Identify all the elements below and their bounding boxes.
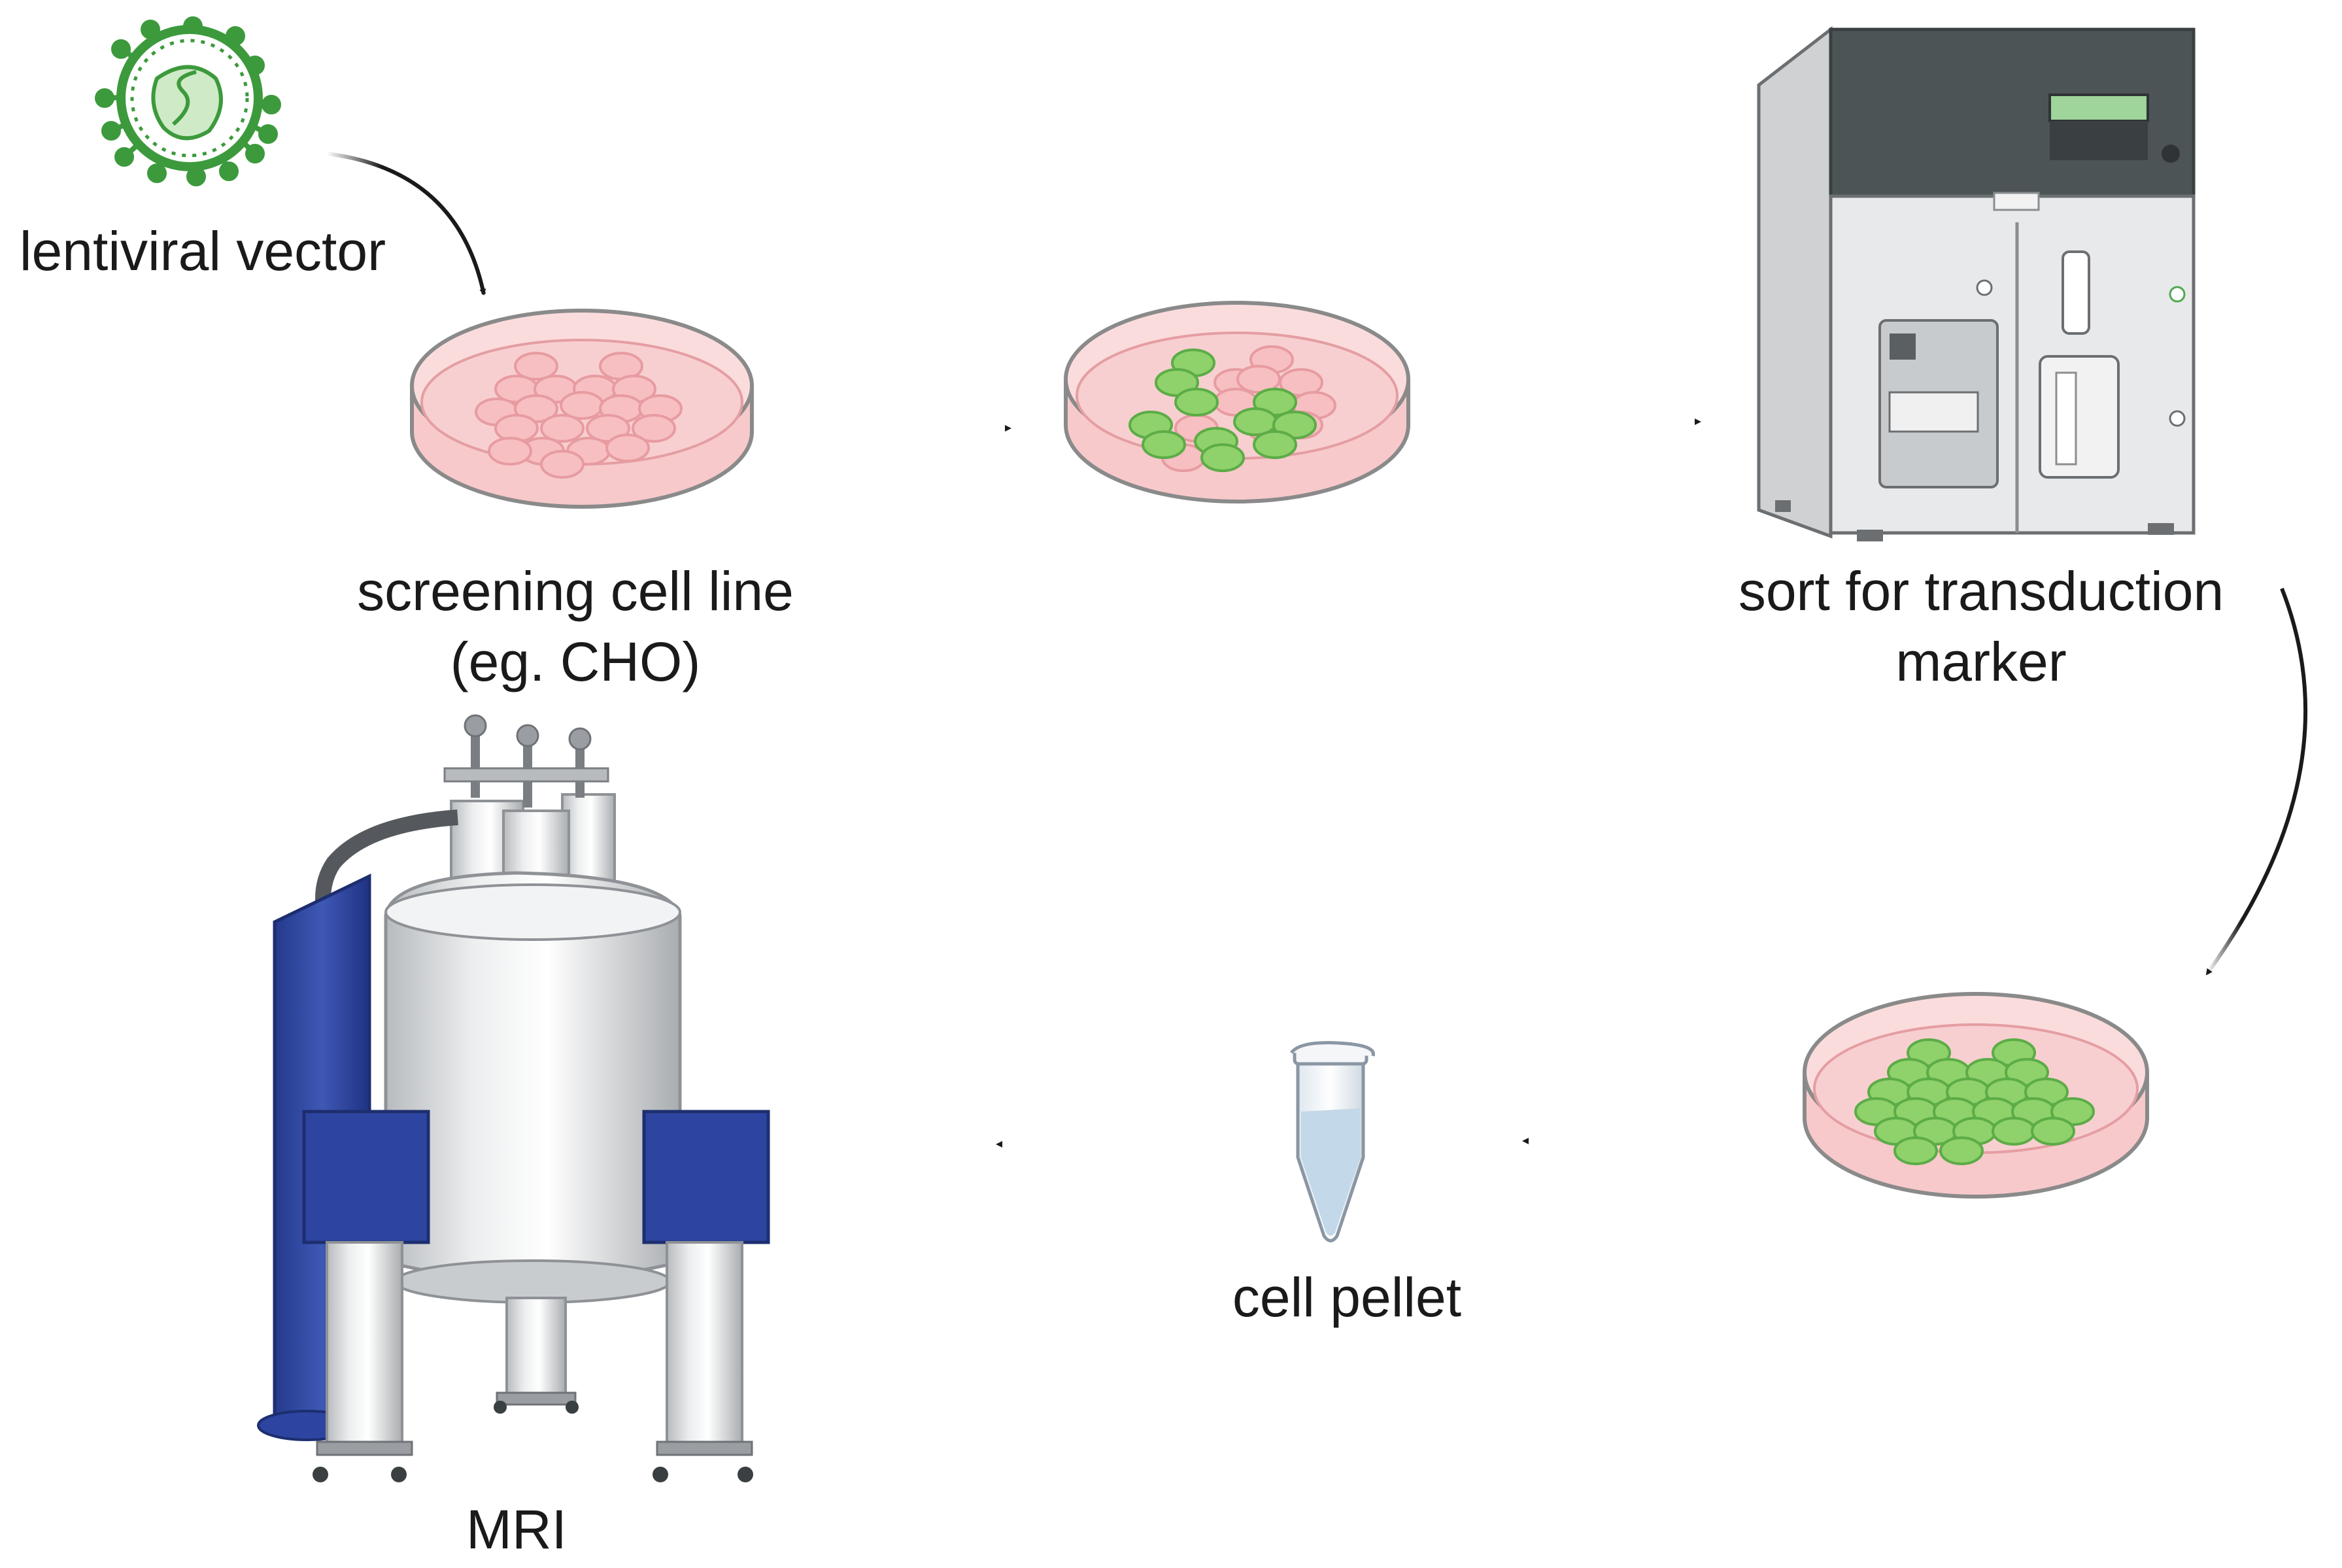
microcentrifuge-tube-icon [1290,1041,1375,1242]
mri-label: MRI [466,1499,567,1560]
mri-magnet-icon [257,714,770,1482]
petri-dish-icon [1064,301,1410,503]
cell-sorter-icon [1757,26,2196,541]
sort-label-line2: marker [1895,631,2067,692]
screening-cell-line-label: screening cell line (eg. CHO) [320,556,830,697]
cell-pellet-label: cell pellet [1232,1267,1462,1328]
cell-group [475,352,683,479]
virus-icon [95,16,281,186]
arrow-icon [2205,587,2308,976]
arrow-icon [326,152,486,296]
petri-dish-icon [410,309,754,509]
sort-label-line1: sort for transduction [1738,560,2224,622]
petri-dish-icon [1803,992,2149,1199]
sort-label: sort for transduction marker [1700,556,2262,697]
screening-cell-line-text: screening cell line [357,560,794,622]
lentiviral-vector-label: lentiviral vector [19,220,386,282]
screening-cell-line-example: (eg. CHO) [450,631,701,692]
